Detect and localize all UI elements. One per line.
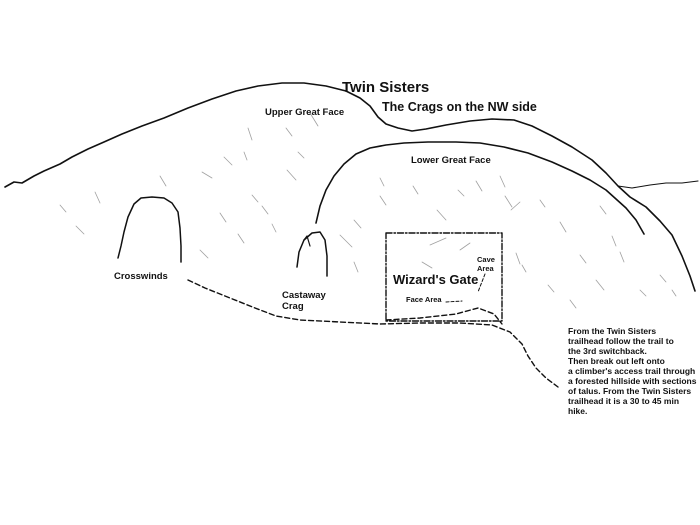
page-title: Twin Sisters: [342, 79, 430, 96]
label-castaway-crag: Castaway Crag: [282, 290, 326, 312]
directions-line: From the Twin Sisters: [568, 326, 657, 336]
directions-line: trailhead it is a 30 to 45 min hike.: [568, 396, 680, 416]
access-trail: [187, 279, 559, 388]
label-wizards-gate: Wizard's Gate: [393, 272, 479, 287]
face-area-leader: [445, 300, 463, 303]
far-ridge-outline: [617, 180, 699, 189]
directions-line: of talus. From the Twin Sisters: [568, 386, 692, 396]
label-lower-great-face: Lower Great Face: [411, 155, 491, 166]
directions-line: a forested hillside with sections: [568, 376, 697, 386]
directions-text: From the Twin Sisters trailhead follow t…: [568, 326, 700, 416]
cave-area-leader: [477, 273, 486, 293]
main-ridge-outline: [4, 82, 696, 292]
crosswinds-tower: [117, 196, 182, 263]
rock-texture: [59, 112, 677, 309]
label-cave-area: Cave Area: [477, 255, 495, 273]
castaway-crag-detail: [303, 235, 311, 247]
label-upper-great-face: Upper Great Face: [265, 107, 345, 118]
directions-line: a climber's access trail through: [568, 366, 696, 376]
label-face-area: Face Area: [406, 295, 442, 304]
directions-line: the 3rd switchback.: [568, 346, 647, 356]
page-subtitle: The Crags on the NW side: [382, 100, 537, 114]
castaway-crag-outline: [296, 231, 328, 277]
lower-face-outline: [315, 141, 645, 235]
wizards-gate-spur-trail: [385, 307, 503, 325]
directions-line: trailhead follow the trail to: [568, 336, 674, 346]
wizards-gate-area-box: [385, 232, 503, 322]
label-crosswinds: Crosswinds: [114, 271, 168, 282]
directions-line: Then break out left onto: [568, 356, 665, 366]
